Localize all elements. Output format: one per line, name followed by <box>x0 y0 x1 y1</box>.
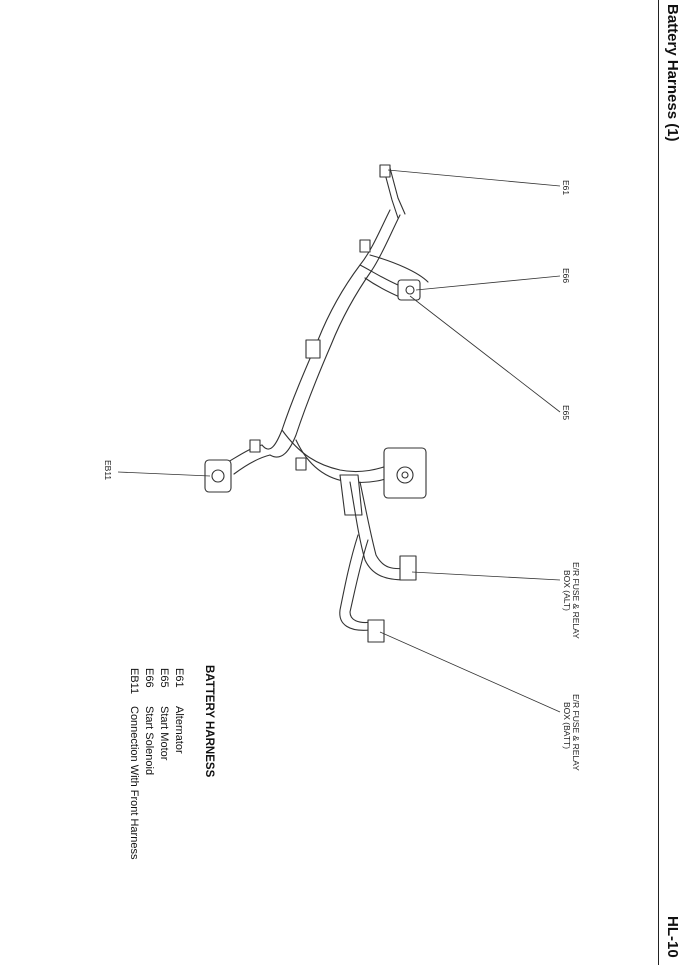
legend-item: E65 Start Motor <box>158 668 170 760</box>
legend-desc: Connection With Front Harness <box>128 706 140 860</box>
callout-e61: E61 <box>561 180 571 196</box>
legend-code: EB11 <box>128 668 140 695</box>
e61-branch <box>383 169 399 219</box>
terminal-block <box>383 447 427 499</box>
legend-desc: Start Solenoid <box>143 706 155 776</box>
legend-item: EB11 Connection With Front Harness <box>128 668 140 859</box>
bracket <box>339 474 363 516</box>
legend-item: E61 Alternator <box>173 668 185 754</box>
legend-item: E66 Start Solenoid <box>143 668 155 775</box>
callout-eb11: EB11 <box>103 460 113 481</box>
callout-er-batt-line2: BOX (BATT) <box>562 702 572 750</box>
legend-desc: Alternator <box>173 706 185 754</box>
e66-branch <box>359 264 399 286</box>
er-alt-leader <box>411 571 561 581</box>
e61-leader <box>387 169 561 187</box>
e66-leader <box>415 275 561 291</box>
legend-desc: Start Motor <box>158 706 170 761</box>
trunk-clip <box>305 339 321 359</box>
relay-branch <box>349 481 406 581</box>
callout-e65: E65 <box>561 405 571 421</box>
lower-trunk <box>281 429 399 473</box>
legend-code: E66 <box>143 668 155 688</box>
legend-code: E65 <box>158 668 170 688</box>
alt-ring-terminal <box>399 555 417 581</box>
legend-title: BATTERY HARNESS <box>203 665 215 778</box>
e65-leader <box>409 295 561 413</box>
batt-ring-terminal <box>367 619 385 643</box>
callout-er-alt: E/R FUSE & RELAY BOX (ALT) <box>562 562 581 639</box>
callout-e66: E66 <box>561 268 571 284</box>
callout-er-alt-line1: E/R FUSE & RELAY <box>571 562 581 639</box>
harness-trunk <box>261 209 391 450</box>
callout-er-batt-line1: E/R FUSE & RELAY <box>571 694 581 771</box>
eb11-leader <box>117 471 211 477</box>
callout-er-batt: E/R FUSE & RELAY BOX (BATT) <box>562 694 581 771</box>
legend-code: E61 <box>173 668 185 688</box>
e61-connector <box>379 164 391 178</box>
header-rule <box>658 0 659 965</box>
er-batt-leader <box>379 631 561 713</box>
callout-er-alt-line2: BOX (ALT) <box>562 570 572 611</box>
